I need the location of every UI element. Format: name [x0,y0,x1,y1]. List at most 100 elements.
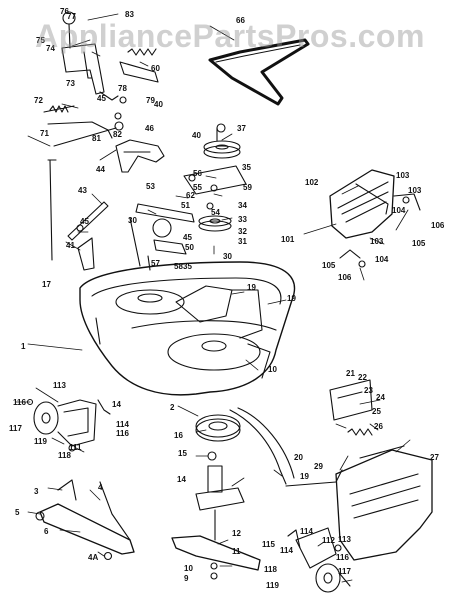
callout-116: 116 [13,398,26,407]
drive-belt-66 [208,38,310,106]
callout-106: 106 [431,221,445,230]
callout-62: 62 [186,191,195,200]
callout-19: 19 [300,472,309,481]
callout-29: 29 [314,462,323,471]
callout-77: 77 [67,12,76,21]
callout-2: 2 [170,403,175,412]
callout-101: 101 [281,235,295,244]
callout-73: 73 [66,79,75,88]
callout-118: 118 [264,565,277,574]
callout-32: 32 [238,227,247,236]
callout-114: 114 [116,420,129,429]
callout-30: 30 [223,252,232,261]
right-spindle-assembly [287,527,351,593]
callout-103: 103 [370,237,384,246]
callout-116: 116 [336,553,349,562]
callout-78: 78 [118,84,127,93]
callout-53: 53 [146,182,155,191]
callout-71: 71 [40,129,49,138]
leader-lines [15,13,411,583]
callout-72: 72 [34,96,43,105]
callout-59: 59 [243,183,252,192]
callout-22: 22 [358,373,367,382]
callout-45: 45 [97,94,106,103]
callout-10: 10 [268,365,277,374]
callout-27: 27 [430,453,439,462]
idler-pulley-assembly [183,123,247,232]
callout-60: 60 [151,64,160,73]
callout-26: 26 [374,422,383,431]
callout-117: 117 [9,424,22,433]
callout-6: 6 [44,527,49,536]
callout-41: 41 [66,241,75,250]
callout-25: 25 [372,407,381,416]
deck-link-43 [47,159,109,271]
callout-119: 119 [34,437,47,446]
callout-37: 37 [237,124,246,133]
callout-50: 50 [185,243,194,252]
callout-1: 1 [21,342,26,351]
callout-51: 51 [181,201,190,210]
callout-16: 16 [174,431,183,440]
center-spindle-assembly [171,414,261,580]
callout-19: 19 [247,283,256,292]
callout-45: 45 [183,233,192,242]
lift-lever-assembly [43,11,159,147]
callout-4: 4 [98,483,103,492]
cable-rods-20 [229,407,343,487]
callout-40: 40 [192,131,201,140]
callout-111: 111 [69,443,82,452]
callout-17: 17 [42,280,51,289]
callout-45: 45 [80,217,89,226]
callout-58: 58 [174,262,183,271]
callout-83: 83 [125,10,134,19]
callout-105: 105 [412,239,426,248]
watermark-text: AppliancePartsPros.com [35,18,425,54]
callout-35: 35 [183,262,192,271]
callout-14: 14 [177,475,186,484]
mulch-cover-27 [329,379,433,561]
callout-24: 24 [376,393,385,402]
callout-5: 5 [15,508,20,517]
callout-19: 19 [287,294,296,303]
callout-117: 117 [338,567,351,576]
callout-4A: 4A [88,553,98,562]
callout-33: 33 [238,215,247,224]
callout-57: 57 [151,259,160,268]
callout-9: 9 [184,574,189,583]
callout-44: 44 [96,165,105,174]
belt-guard-46 [115,139,165,173]
mower-deck-housing-1 [79,261,296,396]
callout-23: 23 [364,386,373,395]
callout-10: 10 [184,564,193,573]
callout-76: 76 [60,7,69,16]
callout-21: 21 [346,369,355,378]
callout-104: 104 [392,206,406,215]
callout-104: 104 [375,255,389,264]
callout-119: 119 [266,581,279,590]
idler-arm-53 [129,203,195,271]
callout-34: 34 [238,201,247,210]
callout-113: 113 [53,381,66,390]
callout-114: 114 [280,546,293,555]
callout-15: 15 [178,449,187,458]
discharge-chute-101 [329,169,421,268]
front-link-6 [35,479,135,561]
left-spindle-assembly [26,398,111,452]
callout-56: 56 [193,169,202,178]
callout-11: 11 [232,547,241,556]
spring-60 [127,48,157,56]
spring-72 [43,105,75,113]
callout-114: 114 [300,527,313,536]
callout-113: 113 [338,535,351,544]
callout-12: 12 [232,529,241,538]
callout-116: 116 [116,429,129,438]
callout-3: 3 [34,487,39,496]
callout-30: 30 [128,216,137,225]
callout-14: 14 [112,400,121,409]
callout-118: 118 [58,451,71,460]
callout-103: 103 [408,186,422,195]
